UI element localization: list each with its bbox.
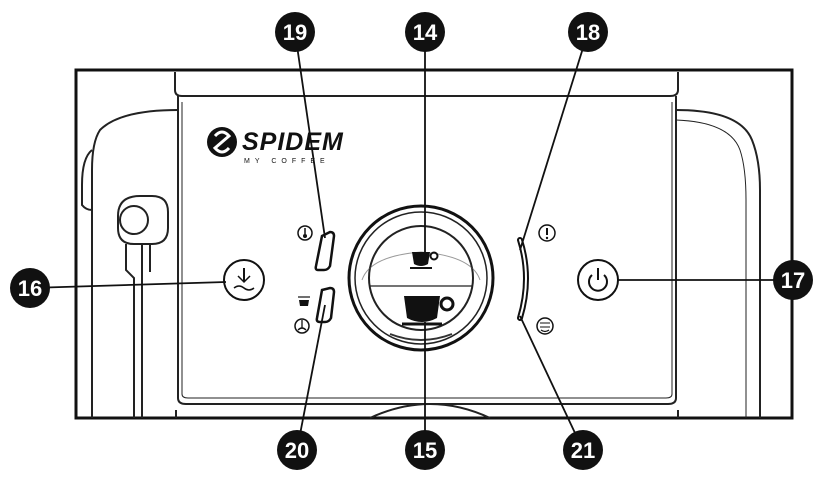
brand-name: SPIDEM	[242, 128, 344, 156]
steam-icon	[233, 268, 255, 291]
callout-19: 19	[275, 12, 315, 52]
coffee-dial[interactable]	[347, 204, 495, 352]
double-cup-button[interactable]	[402, 296, 455, 326]
brand-tagline: MY COFFEE	[244, 158, 330, 165]
callout-label-15: 15	[413, 438, 437, 463]
leader-line-19	[294, 31, 326, 239]
callout-15: 15	[405, 430, 445, 470]
power-icon	[588, 268, 608, 292]
leader-line-21	[519, 315, 584, 451]
callout-label-18: 18	[576, 20, 600, 45]
steam-small-icon	[294, 318, 310, 334]
temperature-light	[314, 230, 336, 272]
callout-14: 14	[405, 12, 445, 52]
callout-label-16: 16	[18, 276, 42, 301]
power-button[interactable]	[577, 259, 619, 301]
alarm-light	[517, 237, 529, 321]
descale-icon	[536, 317, 554, 335]
single-cup-button[interactable]	[410, 251, 439, 269]
callout-label-21: 21	[571, 438, 595, 463]
leader-lines	[29, 31, 793, 451]
callout-21: 21	[563, 430, 603, 470]
leader-line-18	[519, 31, 589, 251]
callout-18: 18	[568, 12, 608, 52]
brand-logo: SPIDEM MY COFFEE	[207, 127, 344, 165]
exclamation-icon	[538, 224, 556, 242]
callout-label-19: 19	[283, 20, 307, 45]
leader-line-16	[29, 281, 227, 289]
leader-line-20	[296, 304, 326, 451]
cup-steam-icon	[298, 296, 310, 306]
callout-label-14: 14	[413, 20, 438, 45]
callout-16: 16	[10, 268, 50, 308]
machine-body	[81, 72, 761, 419]
callout-20: 20	[277, 430, 317, 470]
coffee-steam-light	[315, 286, 336, 324]
callout-17: 17	[773, 260, 813, 300]
steam-knob[interactable]	[223, 259, 265, 301]
callout-label-20: 20	[285, 438, 309, 463]
steam-wand	[117, 195, 169, 418]
thermometer-icon	[297, 225, 313, 241]
small-cup-icon	[410, 251, 439, 269]
large-cup-icon	[402, 296, 455, 326]
callout-label-17: 17	[781, 268, 805, 293]
